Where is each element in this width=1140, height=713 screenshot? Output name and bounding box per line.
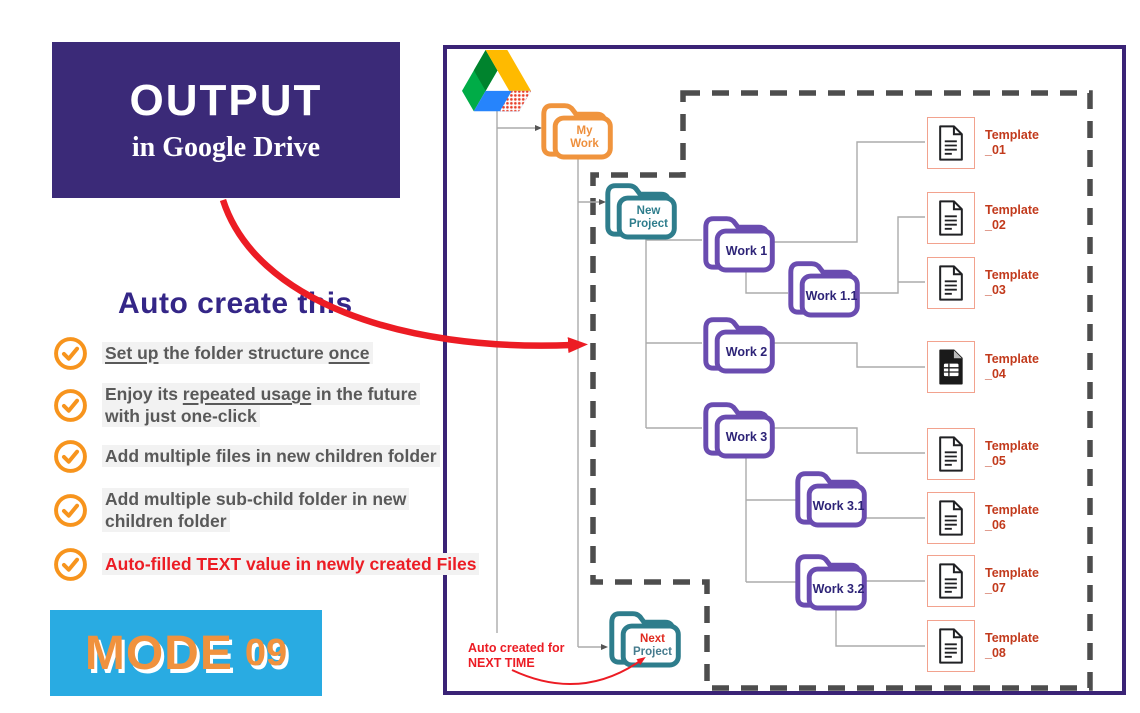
checklist-text: Set up the folder structure once — [102, 342, 373, 364]
folder-label: Work 2 — [725, 344, 768, 359]
check-circle-icon — [54, 336, 87, 370]
template-01-node: Template_01 — [927, 117, 1039, 169]
template-file-box — [927, 117, 975, 169]
template-04-node: Template_04 — [927, 341, 1039, 393]
folder-work-3-1: Work 3.1 — [794, 465, 870, 528]
checklist-text: Auto-filled TEXT value in newly created … — [102, 553, 480, 575]
output-subtitle: in Google Drive — [131, 132, 321, 163]
checklist-text: Add multiple files in new children folde… — [102, 445, 440, 467]
output-title-box: OUTPUT in Google Drive — [52, 42, 400, 198]
checklist-text: Enjoy its repeated usage in the future w… — [102, 383, 421, 427]
document-icon — [939, 265, 963, 301]
auto-created-note: Auto created for NEXT TIME — [468, 641, 565, 670]
folder-work-3-2: Work 3.2 — [794, 548, 870, 611]
checklist-item-5: Auto-filled TEXT value in newly created … — [53, 546, 480, 582]
template-label: Template_03 — [985, 268, 1039, 297]
template-label: Template_07 — [985, 566, 1039, 595]
template-label: Template_08 — [985, 631, 1039, 660]
folder-work-1: Work 1 — [702, 210, 778, 273]
template-06-node: Template_06 — [927, 492, 1039, 544]
document-icon — [939, 436, 963, 472]
template-label: Template_02 — [985, 203, 1039, 232]
template-file-box — [927, 192, 975, 244]
folder-label: Work 3.2 — [812, 581, 865, 596]
checklist-item-3: Add multiple files in new children folde… — [53, 438, 440, 474]
template-08-node: Template_08 — [927, 620, 1039, 672]
check-circle-icon — [54, 547, 87, 581]
folder-work-1-1: Work 1.1 — [787, 255, 863, 318]
template-file-box — [927, 492, 975, 544]
auto-create-heading: Auto create this — [118, 287, 353, 320]
folder-label: Work 1.1 — [805, 288, 858, 303]
template-file-box — [927, 257, 975, 309]
document-icon — [939, 628, 963, 664]
template-02-node: Template_02 — [927, 192, 1039, 244]
template-05-node: Template_05 — [927, 428, 1039, 480]
template-label: Template_01 — [985, 128, 1039, 157]
document-icon — [939, 200, 963, 236]
template-file-box — [927, 341, 975, 393]
template-file-box — [927, 555, 975, 607]
folder-label: Work 1 — [725, 243, 768, 258]
document-icon — [939, 500, 963, 536]
template-label: Template_06 — [985, 503, 1039, 532]
output-title: OUTPUT — [129, 76, 323, 125]
folder-label: Work 3.1 — [812, 498, 865, 513]
mode-badge-number: 09 — [244, 631, 288, 674]
checklist-text: Add multiple sub-child folder in new chi… — [102, 488, 410, 532]
checklist-item-1: Set up the folder structure once — [53, 335, 373, 371]
template-03-node: Template_03 — [927, 257, 1039, 309]
template-label: Template_05 — [985, 439, 1039, 468]
template-07-node: Template_07 — [927, 555, 1039, 607]
template-label: Template_04 — [985, 352, 1039, 381]
check-circle-icon — [54, 493, 87, 527]
document-icon — [939, 125, 963, 161]
document-icon — [939, 563, 963, 599]
check-circle-icon — [54, 439, 87, 473]
folder-label: Work 3 — [725, 429, 768, 444]
folder-work-3: Work 3 — [702, 396, 778, 459]
checklist-item-4: Add multiple sub-child folder in new chi… — [53, 488, 410, 532]
mode-badge-word: MODE — [84, 626, 233, 680]
checklist-item-2: Enjoy its repeated usage in the future w… — [53, 383, 421, 427]
folder-work-2: Work 2 — [702, 311, 778, 374]
template-file-box — [927, 620, 975, 672]
slides-table-icon — [939, 349, 963, 385]
template-file-box — [927, 428, 975, 480]
mode-badge: MODE 09 — [50, 610, 322, 696]
check-circle-icon — [54, 388, 87, 422]
